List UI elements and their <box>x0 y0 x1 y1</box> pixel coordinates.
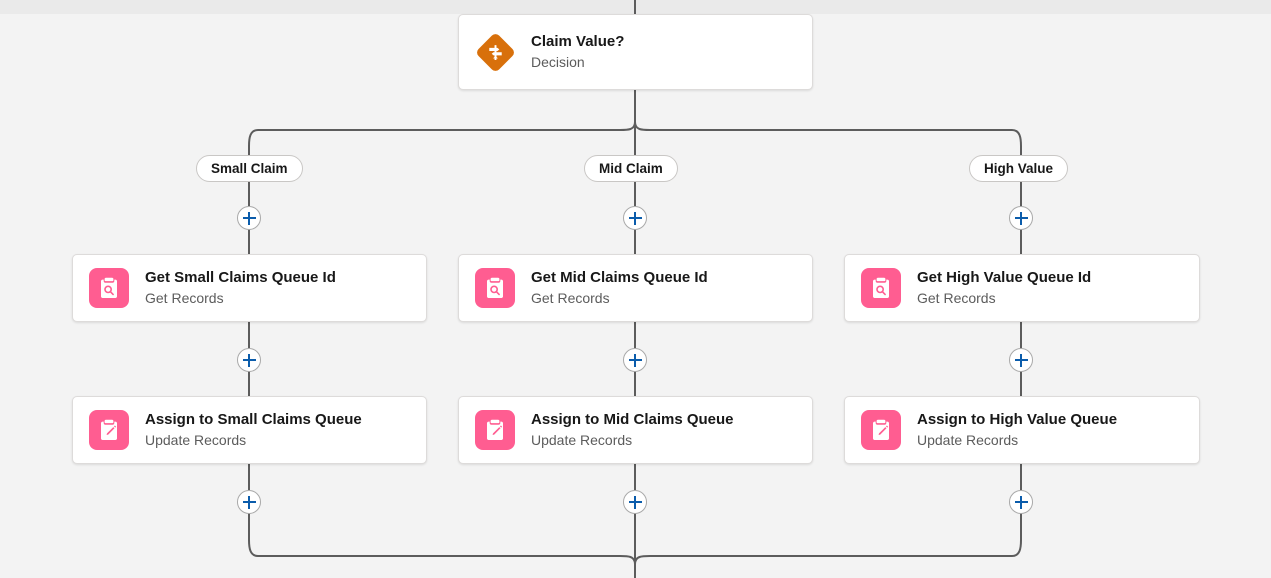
decision-node-claim-value[interactable]: Claim Value? Decision <box>458 14 813 90</box>
get-records-icon <box>475 268 515 308</box>
branch-label-high-value[interactable]: High Value <box>969 155 1069 182</box>
add-element-button-small-mid[interactable] <box>237 348 261 372</box>
get-records-node-mid[interactable]: Get Mid Claims Queue Id Get Records <box>458 254 813 322</box>
add-element-button-small-bottom[interactable] <box>237 490 261 514</box>
get-records-icon <box>89 268 129 308</box>
node-subtitle: Get Records <box>917 290 996 306</box>
add-element-button-high-top[interactable] <box>1009 206 1033 230</box>
node-subtitle: Get Records <box>145 290 224 306</box>
node-title: Assign to Mid Claims Queue <box>531 411 734 428</box>
branch-label-mid-claim[interactable]: Mid Claim <box>584 155 678 182</box>
add-element-button-high-bottom[interactable] <box>1009 490 1033 514</box>
update-records-node-high[interactable]: Assign to High Value Queue Update Record… <box>844 396 1200 464</box>
node-title: Assign to High Value Queue <box>917 411 1118 428</box>
node-title: Get Small Claims Queue Id <box>145 269 336 286</box>
get-records-icon <box>861 268 901 308</box>
add-element-button-high-mid[interactable] <box>1009 348 1033 372</box>
decision-diamond-icon <box>474 31 516 73</box>
canvas-top-strip <box>0 0 1271 14</box>
node-subtitle: Update Records <box>145 432 247 448</box>
node-title: Get Mid Claims Queue Id <box>531 269 708 286</box>
update-records-node-mid[interactable]: Assign to Mid Claims Queue Update Record… <box>458 396 813 464</box>
add-element-button-mid-bottom[interactable] <box>623 490 647 514</box>
update-records-icon <box>475 410 515 450</box>
node-title: Assign to Small Claims Queue <box>145 411 362 428</box>
branch-label-small-claim[interactable]: Small Claim <box>196 155 303 182</box>
get-records-node-small[interactable]: Get Small Claims Queue Id Get Records <box>72 254 427 322</box>
update-records-icon <box>89 410 129 450</box>
node-title: Get High Value Queue Id <box>917 269 1092 286</box>
add-element-button-small-top[interactable] <box>237 206 261 230</box>
update-records-icon <box>861 410 901 450</box>
get-records-node-high[interactable]: Get High Value Queue Id Get Records <box>844 254 1200 322</box>
decision-node-title: Claim Value? <box>531 33 625 50</box>
node-subtitle: Update Records <box>531 432 633 448</box>
add-element-button-mid-top[interactable] <box>623 206 647 230</box>
node-subtitle: Get Records <box>531 290 610 306</box>
update-records-node-small[interactable]: Assign to Small Claims Queue Update Reco… <box>72 396 427 464</box>
decision-node-subtitle: Decision <box>531 54 585 70</box>
add-element-button-mid-mid[interactable] <box>623 348 647 372</box>
node-subtitle: Update Records <box>917 432 1019 448</box>
